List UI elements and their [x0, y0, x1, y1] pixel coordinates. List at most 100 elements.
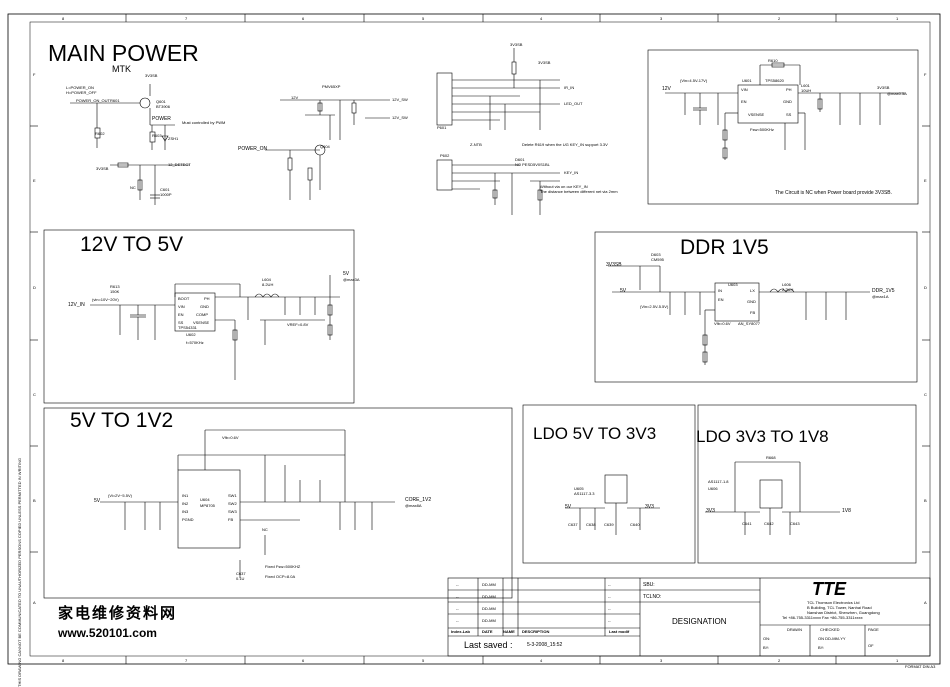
- tb-row4-a: --: [456, 618, 459, 623]
- ic-u603: U603: [728, 282, 738, 287]
- section-subtitle-mtk: MTK: [112, 64, 131, 74]
- ic-u601-part: TPS58620: [765, 78, 784, 83]
- section-title-5v-to-1v2: 5V TO 1V2: [70, 409, 174, 432]
- note-without-via: Without via on our KEY_IN: [540, 184, 588, 189]
- ic-u606: U606: [708, 486, 718, 491]
- note-fixed-fsw: Fixed Fsw=500KHZ: [265, 564, 301, 569]
- company-line-2: B Building, TCL Tower, Nanhai Road: [807, 605, 872, 610]
- pin-gnd-12: GND: [200, 304, 209, 309]
- grid-row-a: A: [33, 600, 36, 605]
- label-nc-1v2: NC: [262, 527, 268, 532]
- pin-vin: VIN: [741, 87, 748, 92]
- ic-u604: U604: [200, 497, 210, 502]
- transistor-q601-type: BT3906: [156, 104, 171, 109]
- tb-by: BY:: [763, 645, 770, 650]
- net-key-in: KEY_IN: [564, 170, 579, 175]
- net-power-on-out: POWER_ON_OUT: [76, 98, 111, 103]
- note-circuit-nc: The Circuit is NC when Power board provi…: [775, 190, 892, 196]
- cap-c639: C639: [604, 522, 614, 527]
- tb-row2-b: DD-MM: [482, 594, 496, 599]
- note-vfb: Vfb=0.6V: [222, 435, 239, 440]
- pin-boot: BOOT: [178, 296, 190, 301]
- inductor-l604: L604: [262, 277, 271, 282]
- net-12v-in: 12V_IN: [68, 302, 85, 308]
- cap-c641: C641: [742, 521, 752, 526]
- label-nc: NC: [130, 185, 136, 190]
- grid-row-f-right: F: [924, 72, 927, 77]
- schematic-wiring: [7, 13, 941, 665]
- pin-ddr-lx: LX: [750, 288, 755, 293]
- net-12v-sw: 12V_SW: [392, 97, 408, 102]
- tb-row3-b: DD-MM: [482, 606, 496, 611]
- diode-d601: ZSH1: [168, 136, 179, 141]
- note-vi-range: (Vi=2V~5.5V): [108, 493, 132, 498]
- net-12v-sw-2: 12V_SW: [392, 115, 408, 120]
- tb-row4-c: --: [608, 618, 611, 623]
- grid-row-d: D: [33, 285, 36, 290]
- net-5v-ldo: 5V: [565, 504, 572, 510]
- net-5v-out: 5V: [343, 271, 350, 277]
- diode-d603: D603: [651, 252, 661, 257]
- note-vin-10-20: (vin=10V~20V): [92, 297, 119, 302]
- ic-mp8705: MP8705: [200, 503, 215, 508]
- pin-ddr-en: EN: [718, 297, 724, 302]
- tb-row1-b: DD-MM: [482, 582, 496, 587]
- note-fixed-ocp: Fixed OCP=8.0A: [265, 574, 296, 579]
- resistor-r602: R602: [95, 131, 105, 136]
- pin-sw1: SW1: [228, 493, 237, 498]
- grid-col-8-bottom: 8: [62, 658, 65, 663]
- tb-header-name: NAME: [503, 629, 515, 634]
- section-title-ldo-5v-3v3: LDO 5V TO 3V3: [533, 424, 657, 443]
- tb-checked: CHECKED: [820, 627, 840, 632]
- note-power-off: H=POWER_OFF: [66, 90, 97, 95]
- grid-col-2-bottom: 2: [778, 658, 781, 663]
- resistor-r601: R601: [110, 98, 120, 103]
- tte-logo: TTE: [812, 579, 846, 599]
- company-line-4: Tel +86-755-3311xxxx Fax +86-755-3311xxx…: [782, 615, 863, 620]
- grid-col-1-bottom: 1: [896, 658, 899, 663]
- side-note: THIS DRAWING CANNOT BE COMMUNICATED TO U…: [17, 457, 22, 687]
- cap-c637-val: 0.1U: [236, 576, 245, 581]
- tb-row1-a: --: [456, 582, 459, 587]
- pin-gnd: GND: [783, 99, 792, 104]
- pin-en: EN: [741, 99, 747, 104]
- net-3v3sb-conn: 3V3SB: [510, 42, 523, 47]
- net-3v3sb-out: 3V3SB: [877, 85, 890, 90]
- tb-row2-c: --: [608, 594, 611, 599]
- fet-pmv65xp: PMV65XP: [322, 84, 341, 89]
- note-max8a: @max8A: [405, 503, 422, 508]
- grid-col-7-bottom: 7: [185, 658, 188, 663]
- pin-ph-12: PH: [204, 296, 210, 301]
- ic-as1117-33: AS1117-3.3: [574, 491, 595, 496]
- net-3v3sb: 3V3SB: [145, 73, 158, 78]
- tb-row2-a: --: [456, 594, 459, 599]
- net-power-on: POWER_ON: [238, 146, 268, 152]
- pin-comp-12: COMP: [196, 312, 208, 317]
- tb-of: OF: [868, 643, 874, 648]
- net-led-out: LED_OUT: [564, 101, 583, 106]
- note-vref: VREF=0.8V: [287, 322, 309, 327]
- net-3v3-ldo: 3V3: [645, 504, 654, 510]
- grid-row-c-right: C: [924, 392, 927, 397]
- watermark-cn: 家电维修资料网: [58, 605, 178, 622]
- pin-in3: IN3: [182, 509, 189, 514]
- pin-sw2: SW2: [228, 501, 237, 506]
- tb-header-index: Index-Lab: [451, 629, 470, 634]
- resistor-r613: R613: [110, 284, 120, 289]
- net-ir-in: IR_IN: [564, 85, 575, 90]
- cap-c642: C642: [764, 521, 774, 526]
- cap-c601-val: 1000P: [160, 192, 172, 197]
- grid-col-1: 1: [896, 16, 899, 21]
- grid-col-5-bottom: 5: [422, 658, 425, 663]
- ic-u602: U602: [186, 332, 196, 337]
- pin-in2: IN2: [182, 501, 189, 506]
- note-vin-range: (Vin=4.5V-17V): [680, 78, 708, 83]
- inductor-l601: L601: [801, 83, 810, 88]
- tb-format: FORMAT DIN A3: [905, 664, 936, 669]
- ic-u601: U601: [742, 78, 752, 83]
- pin-pgnd: PGND: [182, 517, 194, 522]
- diode-d601-note: NO PESD5V0S1BL: [515, 162, 550, 167]
- last-saved-value: 5-3-2008_15:52: [527, 642, 563, 648]
- diode-d601-conn: D601: [515, 157, 525, 162]
- grid-col-6-bottom: 6: [302, 658, 305, 663]
